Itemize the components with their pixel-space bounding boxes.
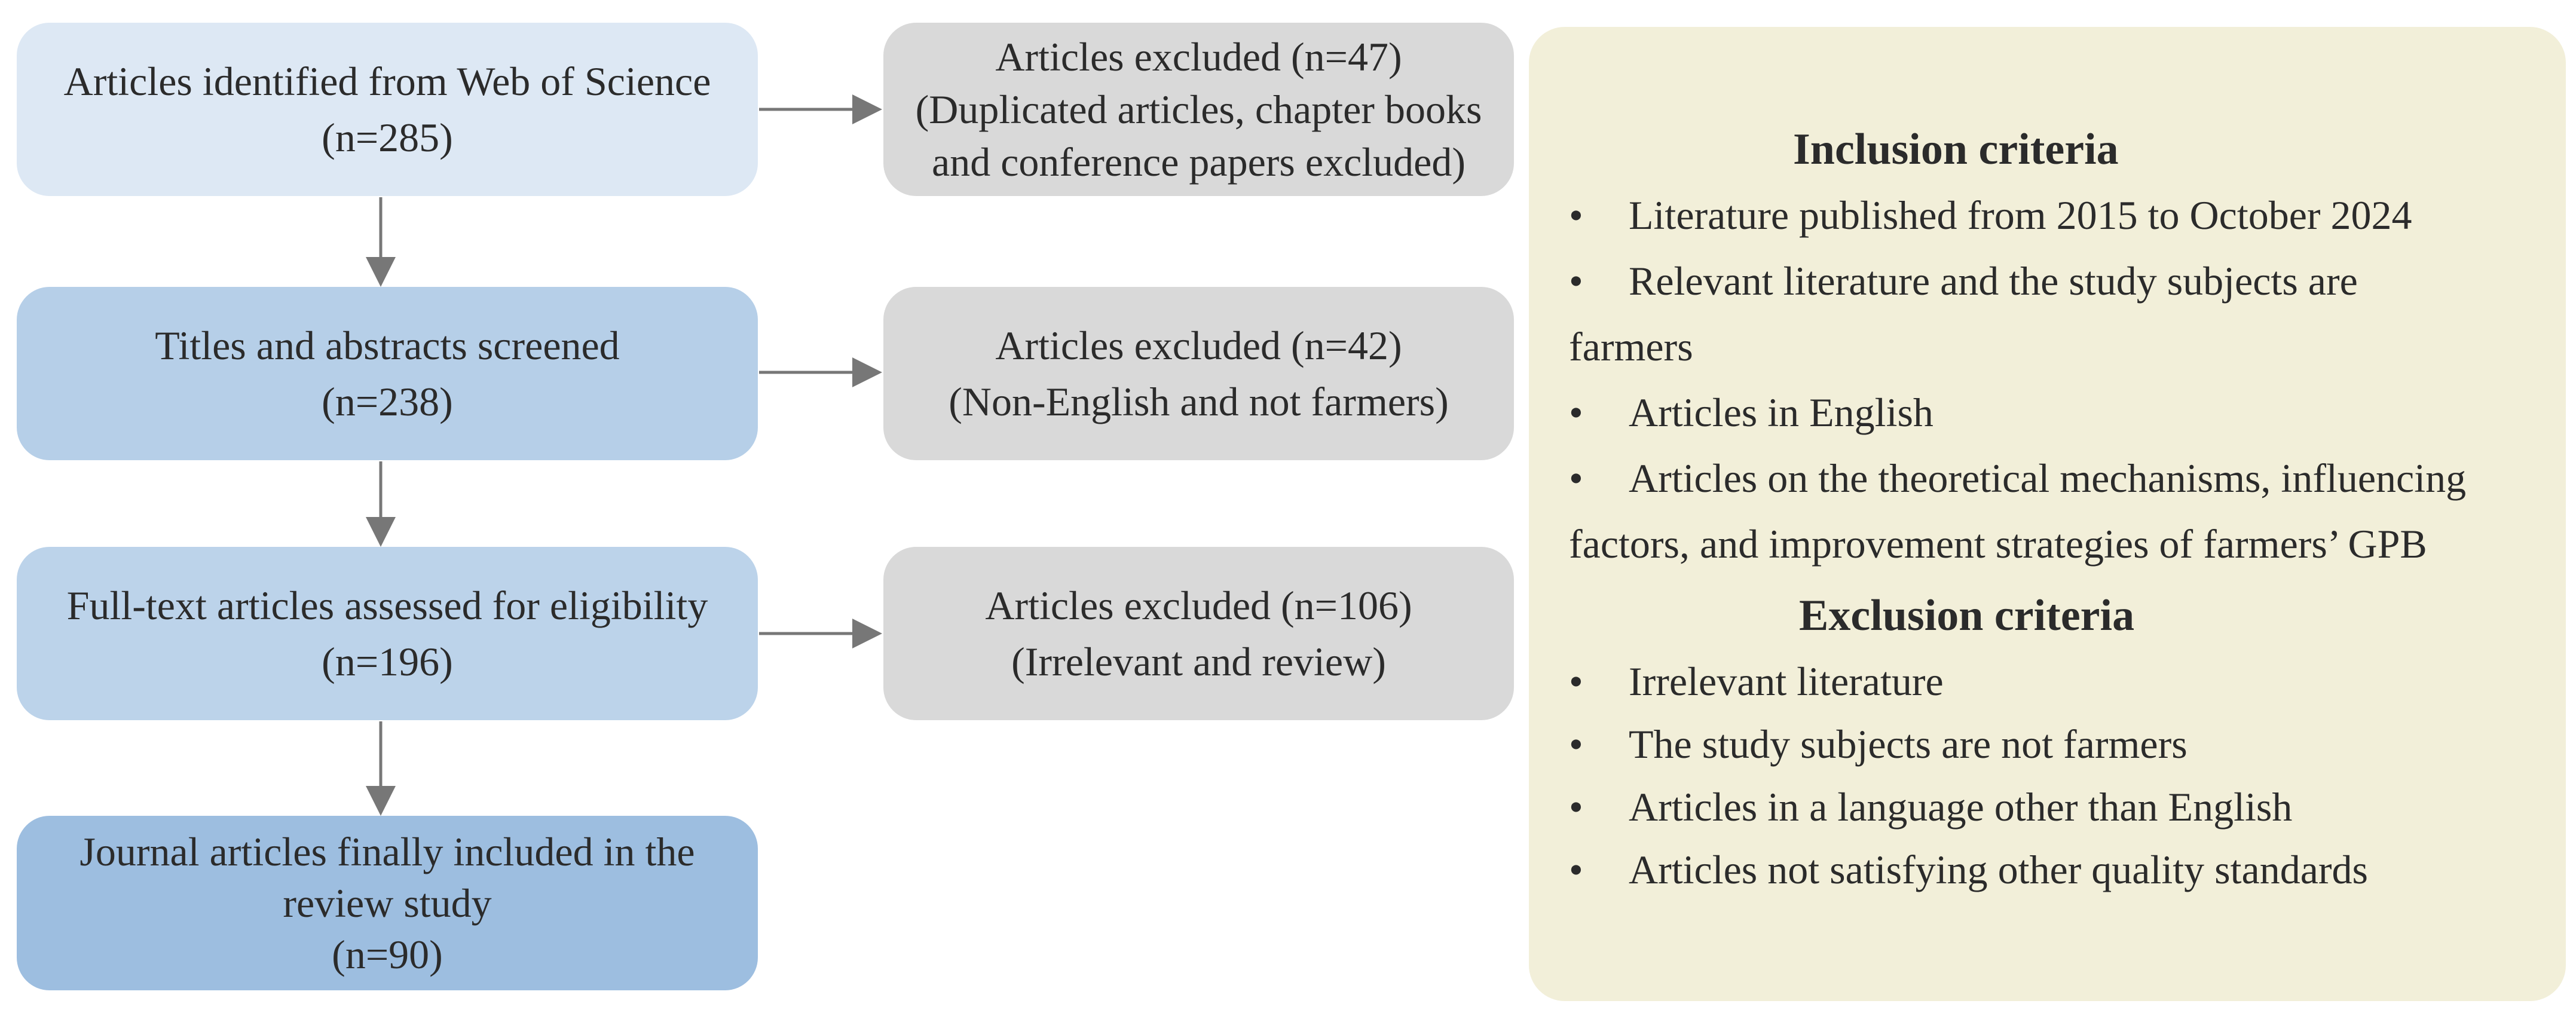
identified-box: Articles identified from Web of Science … <box>17 23 758 196</box>
screened-text: Titles and abstracts screened <box>155 323 620 368</box>
included-text-2: review study <box>283 880 492 926</box>
included-text-1: Journal articles finally included in the <box>79 829 695 874</box>
excluded-3-reason: (Irrelevant and review) <box>1011 639 1386 684</box>
inclusion-item: • Articles in English <box>1569 385 1933 439</box>
inclusion-item-text: Relevant literature and the study subjec… <box>1629 258 2358 304</box>
screened-box: Titles and abstracts screened (n=238) <box>17 287 758 460</box>
excluded-box-2: Articles excluded (n=42) (Non-English an… <box>883 287 1514 460</box>
bullet: • <box>1569 847 1583 892</box>
fulltext-text: Full-text articles assessed for eligibil… <box>66 583 708 628</box>
exclusion-item: • Irrelevant literature <box>1569 654 1944 708</box>
fulltext-count: (n=196) <box>322 639 453 684</box>
excluded-1-reason-1: (Duplicated articles, chapter books <box>915 87 1482 132</box>
exclusion-item-text: The study subjects are not farmers <box>1629 721 2188 767</box>
excluded-1-reason-2: and conference papers excluded) <box>932 139 1466 185</box>
exclusion-item-text: Articles not satisfying other quality st… <box>1629 847 2368 892</box>
inclusion-item-continuation: factors, and improvement strategies of f… <box>1569 521 2427 567</box>
inclusion-item-text: Articles in English <box>1629 390 1933 435</box>
bullet: • <box>1569 192 1583 238</box>
bullet: • <box>1569 784 1583 830</box>
excluded-3-title: Articles excluded (n=106) <box>985 583 1412 628</box>
screened-count: (n=238) <box>322 379 453 424</box>
bullet: • <box>1569 258 1583 304</box>
criteria-panel <box>1529 27 2566 1001</box>
excluded-1-title: Articles excluded (n=47) <box>995 34 1402 79</box>
inclusion-item: • Relevant literature and the study subje… <box>1569 254 2358 308</box>
inclusion-item-continuation: farmers <box>1569 324 1693 369</box>
inclusion-item-text: Articles on the theoretical mechanisms, … <box>1629 455 2467 501</box>
bullet: • <box>1569 390 1583 435</box>
included-box: Journal articles finally included in the… <box>17 816 758 990</box>
inclusion-heading: Inclusion criteria <box>1793 125 2119 174</box>
excluded-box-1: Articles excluded (n=47) (Duplicated art… <box>883 23 1514 196</box>
inclusion-item-text: Literature published from 2015 to Octobe… <box>1629 192 2412 238</box>
exclusion-item: • Articles not satisfying other quality s… <box>1569 843 2368 896</box>
exclusion-item-text: Irrelevant literature <box>1629 659 1944 704</box>
exclusion-heading: Exclusion criteria <box>1799 591 2135 640</box>
excluded-2-title: Articles excluded (n=42) <box>995 323 1402 368</box>
bullet: • <box>1569 721 1583 767</box>
identified-text: Articles identified from Web of Science <box>63 59 711 104</box>
identified-count: (n=285) <box>322 115 453 160</box>
excluded-box-3: Articles excluded (n=106) (Irrelevant an… <box>883 547 1514 720</box>
fulltext-box: Full-text articles assessed for eligibil… <box>17 547 758 720</box>
included-count: (n=90) <box>332 932 443 977</box>
bullet: • <box>1569 455 1583 501</box>
inclusion-item: • Literature published from 2015 to Octob… <box>1569 188 2412 242</box>
exclusion-item-text: Articles in a language other than Englis… <box>1629 784 2293 830</box>
excluded-2-reason: (Non-English and not farmers) <box>949 379 1449 424</box>
inclusion-item: • Articles on the theoretical mechanisms,… <box>1569 451 2466 505</box>
exclusion-item: • Articles in a language other than Engli… <box>1569 780 2292 834</box>
exclusion-item: • The study subjects are not farmers <box>1569 717 2188 771</box>
bullet: • <box>1569 659 1583 704</box>
